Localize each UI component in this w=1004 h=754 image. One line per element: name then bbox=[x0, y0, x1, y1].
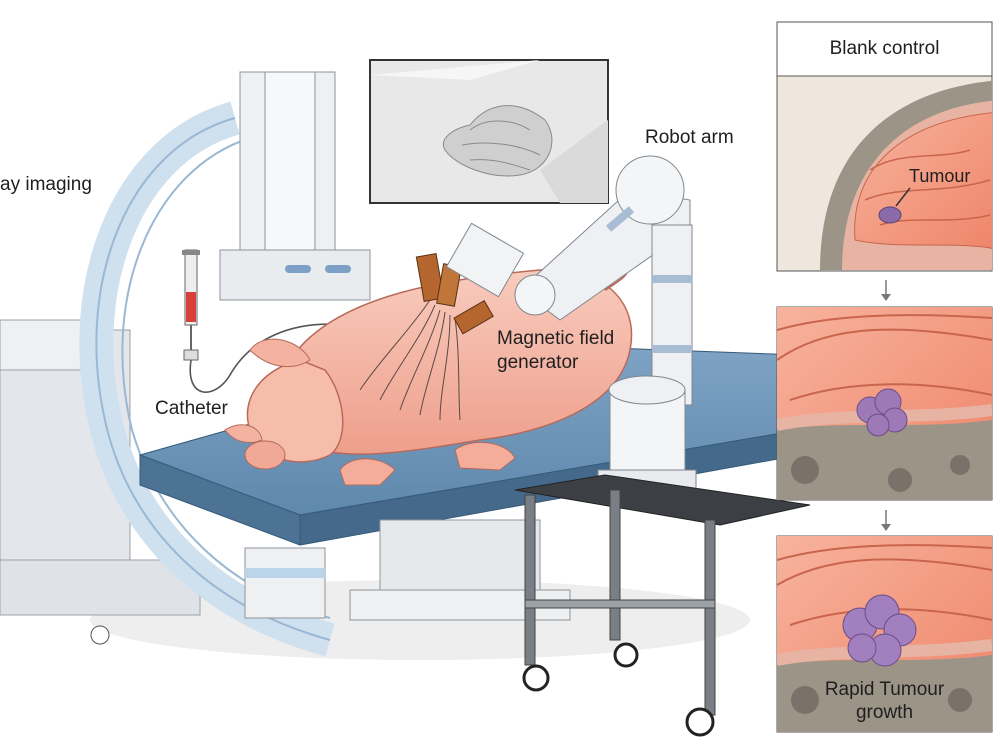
field-lines bbox=[359, 299, 461, 421]
syringe bbox=[182, 249, 200, 361]
panel-tumour-large bbox=[776, 535, 993, 733]
panel-arrow-2 bbox=[881, 510, 891, 531]
panel-tumour-small bbox=[776, 306, 993, 501]
c-arm-machine bbox=[0, 71, 371, 657]
tumour-mass-small bbox=[856, 388, 908, 437]
pig bbox=[224, 264, 633, 486]
panel-title: Blank control bbox=[829, 38, 940, 59]
label-generator: generator bbox=[497, 352, 579, 373]
panel-arrow-1 bbox=[881, 280, 891, 301]
robot-stand bbox=[514, 474, 811, 737]
label-robot-arm: Robot arm bbox=[645, 127, 734, 148]
label-tumour: Tumour bbox=[909, 166, 971, 186]
label-xray-imaging: ay imaging bbox=[0, 174, 92, 195]
tumour-mass-large bbox=[842, 594, 917, 667]
magnetic-field-generator bbox=[415, 222, 525, 335]
label-rapid-tumour: Rapid Tumour bbox=[824, 679, 945, 700]
xray-monitor bbox=[369, 59, 609, 204]
panel-blank-control bbox=[776, 21, 993, 272]
label-catheter: Catheter bbox=[155, 398, 228, 419]
label-magnetic-field: Magnetic field bbox=[497, 328, 615, 349]
label-growth: growth bbox=[855, 702, 914, 723]
